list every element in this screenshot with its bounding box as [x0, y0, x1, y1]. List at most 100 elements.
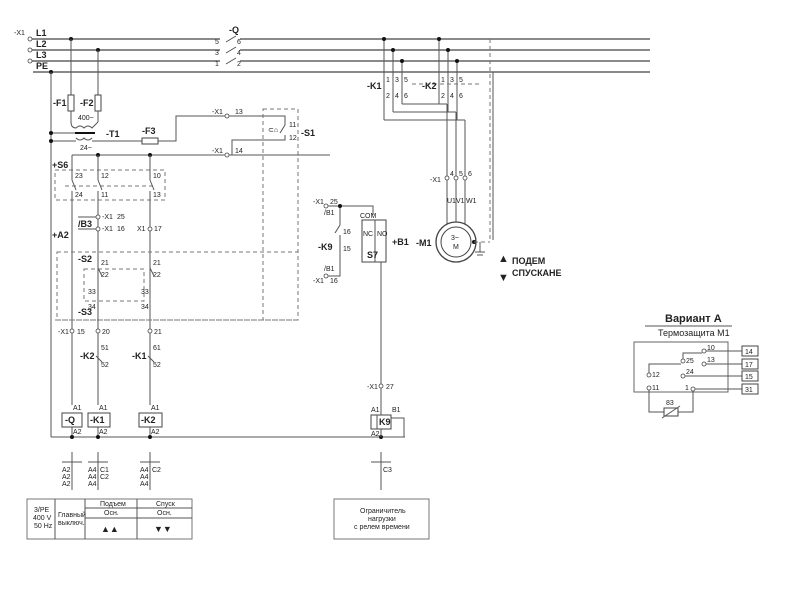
s6-pin-23: 23 — [75, 173, 83, 180]
lift-arrows-icon: ▲▲ — [101, 524, 119, 534]
var-t15: 15 — [745, 374, 753, 381]
x1-13-number: 13 — [235, 109, 243, 116]
motor-x1: -X1 — [430, 177, 441, 184]
k1-pin-61: 61 — [153, 345, 161, 352]
s6-pin-11: 11 — [101, 192, 108, 199]
k2-power-label: -K2 — [422, 81, 437, 91]
motor-t6: 6 — [468, 171, 472, 178]
load-limiter-circuit: -X1 25 /B1 16 15 -K9 /B1 -X1 16 COM NC N… — [313, 199, 409, 438]
s7-com: COM — [360, 213, 377, 220]
b1-label: +B1 — [392, 237, 409, 247]
power-bus: -X1 L1 L2 L3 PE -Q 5 6 3 4 1 2 — [14, 25, 650, 74]
lower-arrows-icon: ▼▼ — [154, 524, 172, 534]
k1-pin-52: 52 — [153, 362, 161, 369]
coil-k2-a2: A2 — [151, 429, 160, 436]
x1-25-terminal: -X1 — [102, 214, 113, 221]
x1-13-terminal: -X1 — [212, 109, 223, 116]
main-switch-desc-2: выключ. — [58, 520, 85, 527]
switch-s1-label: -S1 — [301, 128, 315, 138]
x1-20-number: 20 — [102, 329, 110, 336]
motor-u1: U1 — [447, 198, 456, 205]
var-p24: 24 — [686, 369, 694, 376]
k2-pin-5: 5 — [459, 77, 463, 84]
var-p25: 25 — [686, 358, 694, 365]
ref-k1-a1: A4 — [88, 467, 97, 474]
lift-header: Подъем — [100, 501, 126, 508]
ref-k2-a2: A4 — [140, 474, 149, 481]
limiter-desc-2: нагрузки — [368, 516, 396, 523]
var-t14: 14 — [745, 349, 753, 356]
s6-pin-10: 10 — [153, 173, 161, 180]
k1-pin-6: 6 — [404, 93, 408, 100]
s1-pin-11: 11 — [289, 122, 296, 129]
variant-a-thermal-protection: Вариант А Термозащита М1 10 25 13 12 24 … — [633, 313, 759, 419]
coil-k1: -K1 A1 A2 — [87, 405, 111, 436]
lim-x1-27: -X1 — [367, 384, 378, 391]
s6-label: +S6 — [52, 160, 68, 170]
ref-k1-c1: C1 — [100, 467, 109, 474]
motor-t4: 4 — [450, 171, 454, 178]
motor-v1: V1 — [456, 198, 465, 205]
x1-16-terminal: -X1 — [102, 226, 113, 233]
k1-power-label: -K1 — [367, 81, 382, 91]
s2-pin-21b: 21 — [153, 260, 161, 267]
k1-pin-5: 5 — [404, 77, 408, 84]
coil-k2-label: -K2 — [141, 415, 156, 425]
k2-pin-4: 4 — [450, 93, 454, 100]
s2-pin-22b: 22 — [153, 272, 161, 279]
main-switch-desc-1: Главный — [58, 511, 86, 519]
k1-pin-1: 1 — [386, 77, 390, 84]
fuse-f2-label: -F2 — [80, 98, 94, 108]
bus-l2-label: L2 — [36, 39, 47, 49]
motor-type: 3~ — [451, 235, 459, 242]
variant-title: Вариант А — [665, 313, 722, 325]
lower-header: Спуск — [156, 501, 176, 508]
s6-pin-12: 12 — [101, 173, 109, 180]
s7-nc: NC — [363, 231, 373, 238]
q-pin-2: 2 — [237, 61, 241, 68]
k1-pin-2: 2 — [386, 93, 390, 100]
q-pin-6: 6 — [237, 39, 241, 46]
k2-pin-6: 6 — [459, 93, 463, 100]
x1-17-terminal: X1 — [137, 226, 146, 233]
ref-q-1: A2 — [62, 467, 71, 474]
a2-label: +A2 — [52, 230, 69, 240]
s7-no: NO — [377, 231, 388, 238]
s3-pin-33b: 33 — [141, 289, 149, 296]
s3-pin-34b: 34 — [141, 304, 149, 311]
motor-t5: 5 — [459, 171, 463, 178]
k9-pin-16: 16 — [343, 229, 351, 236]
direction-indicator: ▲ ▼ ПОДЕМ СПУСКАНЕ — [498, 253, 562, 284]
t1-secondary: 24~ — [80, 145, 92, 152]
down-arrow-icon: ▼ — [498, 272, 509, 284]
k2-pin-52: 52 — [101, 362, 109, 369]
ref-k1-a3: A4 — [88, 481, 97, 488]
motor-w1: W1 — [466, 198, 477, 205]
coil-k9-label: K9 — [379, 417, 391, 427]
x1-21-number: 21 — [154, 329, 162, 336]
supply-phase: 3/PE — [34, 507, 50, 514]
variant-subtitle: Термозащита М1 — [658, 328, 730, 338]
coil-k9-a2: A2 — [371, 431, 380, 438]
k2-pin-51: 51 — [101, 345, 109, 352]
coil-k2-a1: A1 — [151, 405, 160, 412]
motor-m: M — [453, 244, 459, 251]
x1-16-number: 16 — [117, 226, 125, 233]
transformer-t1-label: -T1 — [106, 129, 120, 139]
k2-pin-2: 2 — [441, 93, 445, 100]
switch-s2-label: -S2 — [78, 254, 92, 264]
lim-n27: 27 — [386, 384, 394, 391]
k1-pin-4: 4 — [395, 93, 399, 100]
lim-n25: 25 — [330, 199, 338, 206]
s1-actuator-icon: ⊂⌂ — [268, 127, 278, 134]
coil-k9-a1: A1 — [371, 407, 380, 414]
bus-l1-label: L1 — [36, 28, 47, 38]
k2-pin-3: 3 — [450, 77, 454, 84]
ref-k2-c1: C2 — [152, 467, 161, 474]
lim-b1-top: /B1 — [324, 210, 335, 217]
k9-pin-15: 15 — [343, 246, 351, 253]
up-arrow-icon: ▲ — [498, 253, 509, 265]
k1-interlock-label: -K1 — [132, 351, 147, 361]
ref-q-2: A2 — [62, 474, 71, 481]
